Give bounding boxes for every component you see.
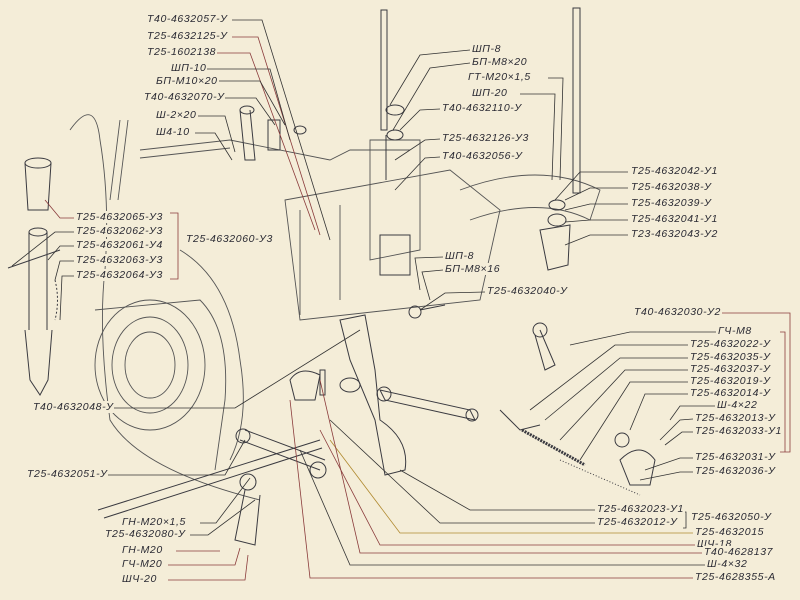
part-label: ГН-М20×1,5 bbox=[121, 516, 187, 528]
part-label: T40-4632110-У bbox=[441, 102, 523, 114]
assembly-label: T25-4632060-У3 bbox=[185, 233, 274, 245]
part-label: T25-4632040-У bbox=[486, 285, 569, 297]
part-label: T25-4632022-У bbox=[689, 338, 772, 350]
leader-lines bbox=[11, 19, 791, 581]
part-label: T25-4632042-У1 bbox=[630, 165, 719, 177]
part-label: ГЧ-М20 bbox=[121, 558, 164, 570]
part-label: T25-1602138 bbox=[146, 46, 218, 58]
part-label: ШП-8 bbox=[444, 250, 476, 262]
part-label: T23-4632043-У2 bbox=[630, 228, 719, 240]
part-label: T25-4632063-У3 bbox=[75, 254, 164, 266]
part-label: Ш-2×20 bbox=[155, 109, 198, 121]
part-label: T40-4632056-У bbox=[441, 150, 524, 162]
part-label: БП-М10×20 bbox=[155, 75, 219, 87]
part-label: БП-М8×16 bbox=[444, 263, 502, 275]
part-label: T25-4632065-У3 bbox=[75, 211, 164, 223]
sleeve-parts bbox=[7, 157, 61, 396]
part-label: ГТ-М20×1,5 bbox=[467, 71, 532, 83]
part-label: T25-4632080-У bbox=[104, 528, 187, 540]
part-label: T25-4632038-У bbox=[630, 181, 713, 193]
part-label: T25-4632064-У3 bbox=[75, 269, 164, 281]
part-label: T25-4632039-У bbox=[630, 197, 713, 209]
part-label: ГЧ-М8 bbox=[717, 325, 753, 337]
part-label: Ш-4×22 bbox=[716, 399, 759, 411]
part-label: ШП-10 bbox=[170, 62, 208, 74]
part-label: T25-4632051-У bbox=[26, 468, 109, 480]
part-label: T25-4632035-У bbox=[689, 351, 772, 363]
part-label: T25-4632062-У3 bbox=[75, 225, 164, 237]
assembly-label: T40-4632030-У2 bbox=[633, 306, 722, 318]
part-label: T25-4632061-У4 bbox=[75, 239, 164, 251]
part-label: T25-4632031-У bbox=[694, 451, 777, 463]
part-label: T25-4632019-У bbox=[689, 375, 772, 387]
part-label: T40-4632070-У bbox=[143, 91, 226, 103]
part-label: T25-4628355-А bbox=[694, 571, 777, 583]
part-label: ШЧ-20 bbox=[121, 573, 158, 585]
part-label: T25-4632041-У1 bbox=[630, 213, 719, 225]
part-label: T40-4632048-У bbox=[32, 401, 115, 413]
rods bbox=[97, 7, 581, 519]
part-label: T25-4632015 bbox=[694, 526, 766, 538]
part-label: T25-4632126-У3 bbox=[441, 132, 530, 144]
part-label: T25-4632013-У bbox=[694, 412, 777, 424]
part-label: ШП-20 bbox=[471, 87, 509, 99]
part-label: T25-4632125-У bbox=[146, 30, 229, 42]
part-label: T25-4632037-У bbox=[689, 363, 772, 375]
part-label: ШП-8 bbox=[471, 43, 503, 55]
part-label: T40-4628137 bbox=[703, 546, 775, 558]
part-label: T25-4632033-У1 bbox=[694, 425, 783, 437]
part-label: БП-М8×20 bbox=[471, 56, 529, 68]
levers bbox=[234, 104, 656, 546]
part-label: T40-4632057-У bbox=[146, 13, 229, 25]
part-label: Ш-4×32 bbox=[706, 558, 749, 570]
part-label: T25-4632036-У bbox=[694, 465, 777, 477]
part-label: T25-4632023-У1 bbox=[596, 503, 685, 515]
gearbox-housing bbox=[69, 114, 601, 501]
part-label: T25-4632012-У bbox=[596, 516, 679, 528]
assembly-label: T25-4632050-У bbox=[690, 511, 773, 523]
part-label: T25-4632014-У bbox=[689, 387, 772, 399]
part-label: ГН-М20 bbox=[121, 544, 164, 556]
part-label: Ш4-10 bbox=[155, 126, 191, 138]
